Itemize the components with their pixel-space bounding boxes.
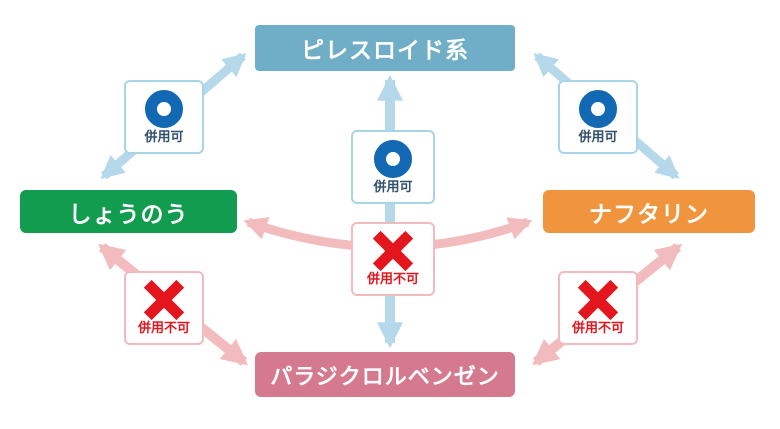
cross-ng-icon (373, 232, 413, 270)
badge-ok-camphor-pyrethroid: 併用可 (124, 80, 204, 154)
badge-ng-camphor-paradichlorobenzene: 併用不可 (124, 271, 204, 345)
badge-label: 併用可 (578, 130, 618, 145)
badge-ok-paradichlorobenzene-pyrethroid: 併用可 (351, 130, 435, 204)
badge-label: 併用不可 (366, 272, 419, 287)
node-pyrethroid: ピレスロイド系 (255, 25, 515, 71)
badge-ng-naphthalene-paradichlorobenzene: 併用不可 (558, 271, 638, 345)
cross-ng-icon (578, 281, 618, 319)
badge-ng-camphor-naphthalene: 併用不可 (351, 222, 435, 296)
node-camphor: しょうのう (20, 190, 237, 233)
badge-label: 併用可 (373, 180, 413, 195)
cross-ng-icon (144, 281, 184, 319)
circle-ok-icon (579, 90, 617, 128)
badge-label: 併用可 (144, 130, 184, 145)
node-naphthalene: ナフタリン (543, 190, 755, 233)
badge-ok-naphthalene-pyrethroid: 併用可 (558, 80, 638, 154)
badge-label: 併用不可 (571, 321, 624, 336)
node-paradichlorobenzene: パラジクロルベンゼン (255, 352, 515, 397)
circle-ok-icon (145, 90, 183, 128)
circle-ok-icon (374, 140, 412, 178)
badge-label: 併用不可 (137, 321, 190, 336)
